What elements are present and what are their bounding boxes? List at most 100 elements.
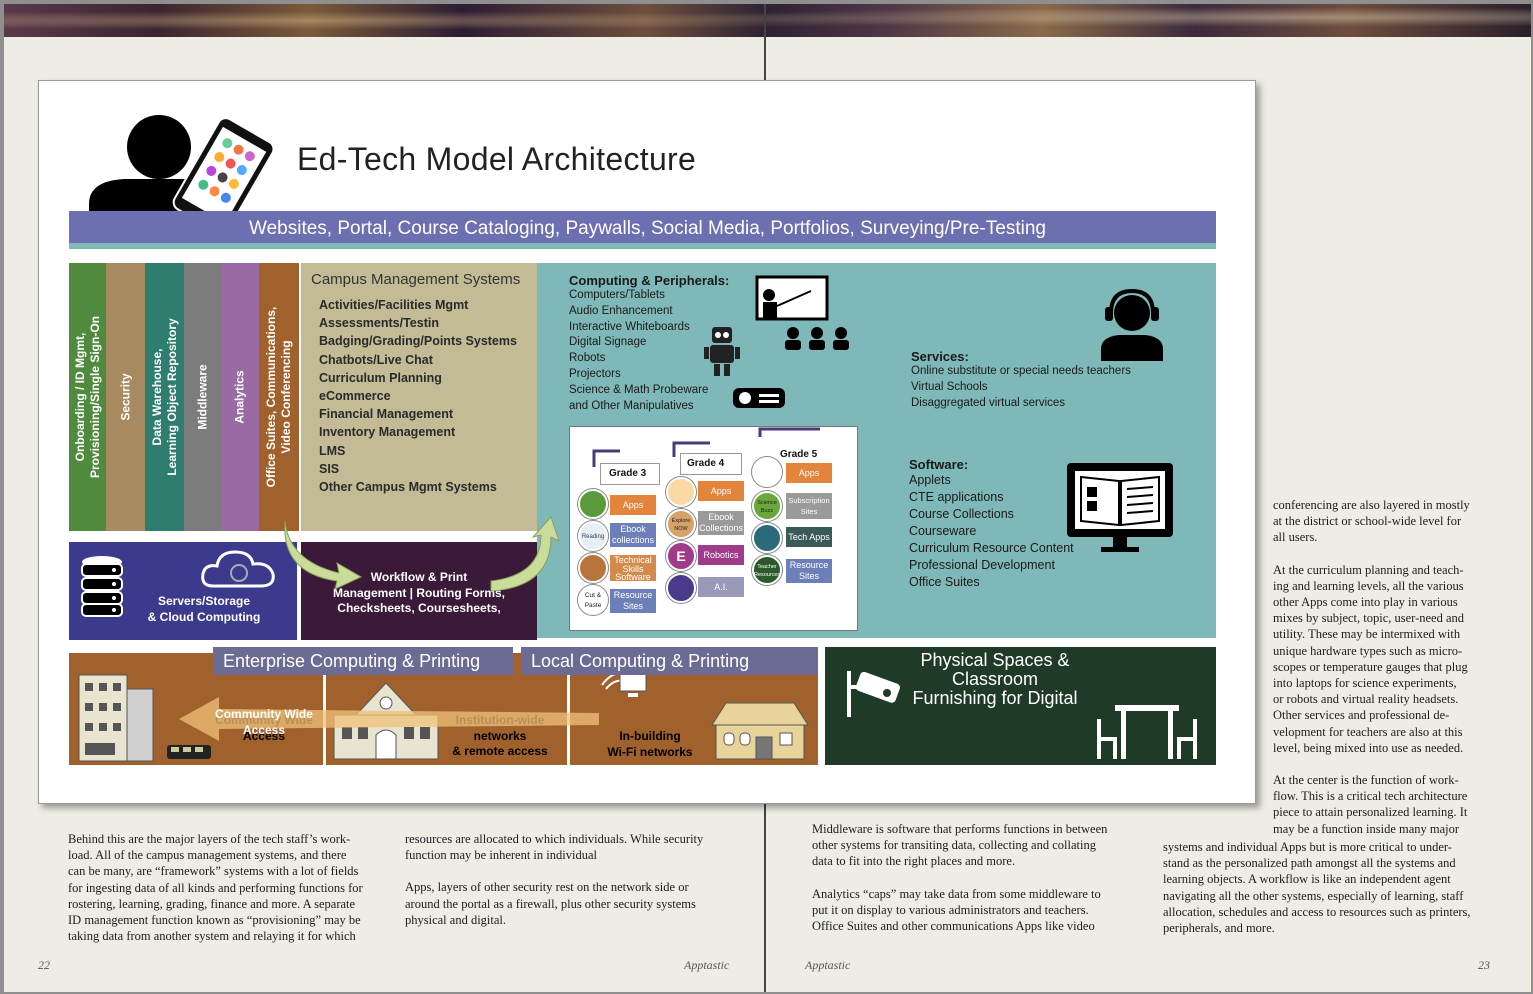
tech-apps-icon [752, 523, 782, 553]
left-col1-text: Behind this are the major layers of the … [68, 831, 388, 944]
physical-line1: Physical Spaces & [920, 650, 1070, 670]
servers-storage-box: Servers/Storage & Cloud Computing [69, 542, 297, 640]
computing-title: Computing & Peripherals: [569, 273, 730, 288]
institution-line2: networks [473, 728, 527, 743]
headset-support-icon [1101, 288, 1163, 361]
inbuilding-label: In-building Wi-Fi networks [580, 729, 720, 760]
desk-chairs-icon [1097, 705, 1197, 759]
grade4-ebook: Ebook Collections [698, 511, 744, 535]
column-analytics: Analytics [221, 263, 259, 531]
text-line: allocation, schedules and access to reso… [1163, 904, 1471, 919]
cloud-sync-icon [201, 550, 275, 588]
servers-line2: & Cloud Computing [147, 609, 261, 624]
grade3-ebook: Ebook collections [610, 523, 656, 547]
community-overlay-line2: Access [242, 722, 286, 737]
text-line: other Apps come into play in various [1273, 595, 1458, 610]
campus-item: Financial Management [319, 407, 454, 422]
teacher-whiteboard-icon [755, 275, 849, 350]
workflow-line3: Checksheets, Coursesheets, [337, 601, 501, 615]
servers-line1: Servers/Storage [157, 594, 251, 608]
text-line: utility. These may be intermixed with [1273, 627, 1461, 642]
text-line: At the center is the function of work- [1273, 773, 1459, 788]
text-line: ID management function known as “provisi… [68, 913, 361, 928]
campus-item: Badging/Grading/Points Systems [319, 334, 517, 349]
text-line: around the portal as a firewall, plus ot… [405, 896, 696, 911]
grade-levels-box: Grade 3 Apps Reading Clouds Ebook collec… [569, 426, 858, 631]
text-line: Office Suites and other communications A… [812, 919, 1095, 934]
text-line: at the district or school-wide level for [1273, 514, 1462, 529]
services-title: Services: [911, 349, 969, 364]
column-security: Security [106, 263, 145, 531]
services-item: Disaggregated virtual services [911, 396, 1066, 409]
architecture-diagram: Ed-Tech Model Architecture Websites, Por… [38, 80, 1256, 804]
left-col2-text: resources are allocated to which individ… [405, 831, 735, 928]
inbuilding-line1: In-building [619, 729, 681, 743]
page-number-left: 22 [38, 958, 50, 972]
text-line: resources are allocated to which individ… [405, 832, 704, 846]
community-line2: Access [242, 728, 286, 743]
enterprise-computing-label: Enterprise Computing & Printing [213, 647, 513, 675]
text-line: Behind this are the major layers of the … [68, 832, 351, 846]
column-office-suites: Office Suites, Communications,Video Conf… [259, 263, 299, 531]
text-line: Middleware is software that performs fun… [812, 822, 1108, 836]
column-label: Analytics [232, 370, 247, 424]
column-label-line2: Provisioning/Single Sign-On [87, 315, 102, 479]
top-banner-image [4, 4, 1531, 37]
services-item: Virtual Schools [911, 380, 988, 393]
text-line: piece to attain personalized learning. I… [1273, 805, 1468, 820]
workflow-line1: Workflow & Print [370, 570, 468, 584]
column-label: Security [118, 373, 132, 421]
database-icon [81, 556, 123, 617]
column-middleware: Middleware [184, 263, 221, 531]
campus-item: LMS [319, 443, 346, 458]
text-line: peripherals, and more. [1163, 921, 1275, 936]
computing-section: Computing & Peripherals: Computers/Table… [569, 273, 729, 414]
apps-icon [578, 489, 608, 519]
text-line: scopes or temperature gauges that plug [1273, 659, 1468, 674]
campus-item: eCommerce [319, 389, 391, 404]
column-label: Middleware [195, 364, 209, 430]
monitor-ebook-icon [1067, 463, 1173, 552]
campus-item: Chatbots/Live Chat [319, 352, 433, 367]
campus-item: Curriculum Planning [319, 370, 442, 385]
text-line: stand as the personalized path amongst a… [1163, 856, 1456, 871]
text-line: Other services and professional de- [1273, 708, 1450, 723]
right-col2-wide-text: systems and individual Apps but is more … [1163, 839, 1503, 936]
grade4-ai: A.I. [698, 577, 744, 597]
projector-icon [733, 388, 785, 408]
text-line: unique hardware types such as micro- [1273, 643, 1463, 658]
grade3-apps: Apps [610, 495, 656, 515]
text-line: into laptops for science experiments, [1273, 676, 1457, 691]
grade-3-label: Grade 3 [600, 463, 660, 485]
teacher-resources-icon: Teacher Resources [752, 555, 782, 585]
column-label-line2: Video Conferencing [279, 340, 293, 454]
portal-layer-bar: Websites, Portal, Course Cataloging, Pay… [69, 211, 1216, 249]
column-label-line2: Learning Object Repository [164, 318, 179, 476]
software-section: Software: Applets CTE applications Cours… [909, 457, 1074, 591]
palette-icon [666, 477, 696, 507]
ebook-e-icon: E [666, 541, 696, 571]
text-line: can be many, are “framework” systems wit… [68, 864, 359, 879]
servers-label: Servers/Storage & Cloud Computing [129, 594, 279, 625]
computing-item: Audio Enhancement [569, 304, 673, 317]
campus-item: Assessments/Testin [319, 316, 439, 331]
community-overlay-line1: Community Wide [215, 707, 313, 721]
services-item: Online substitute or special needs teach… [911, 365, 1131, 377]
access-arrow [179, 697, 599, 741]
grade4-apps: Apps [698, 481, 744, 501]
physical-spaces-box: Physical Spaces & Classroom Furnishing f… [825, 647, 1216, 765]
grade5-resource: Resource Sites [786, 559, 832, 583]
software-item: Professional Development [909, 558, 1055, 572]
text-line: At the curriculum planning and teach- [1273, 562, 1464, 577]
checkered-flag-icon [752, 457, 782, 487]
grade4-robotics: Robotics [698, 545, 744, 565]
text-line: Analytics “caps” may take data from some… [812, 886, 1101, 901]
column-data-warehouse: Data Warehouse,Learning Object Repositor… [145, 263, 184, 531]
software-item: Curriculum Resource Content [909, 541, 1074, 555]
text-line: other systems for transiting data, colle… [812, 838, 1096, 853]
computing-item: Science & Math Probeware [569, 383, 709, 396]
text-line: velopment for teachers are also at this [1273, 724, 1463, 739]
computing-item: Computers/Tablets [569, 289, 665, 301]
software-title: Software: [909, 457, 969, 472]
inbuilding-line2: Wi-Fi networks [607, 744, 693, 759]
